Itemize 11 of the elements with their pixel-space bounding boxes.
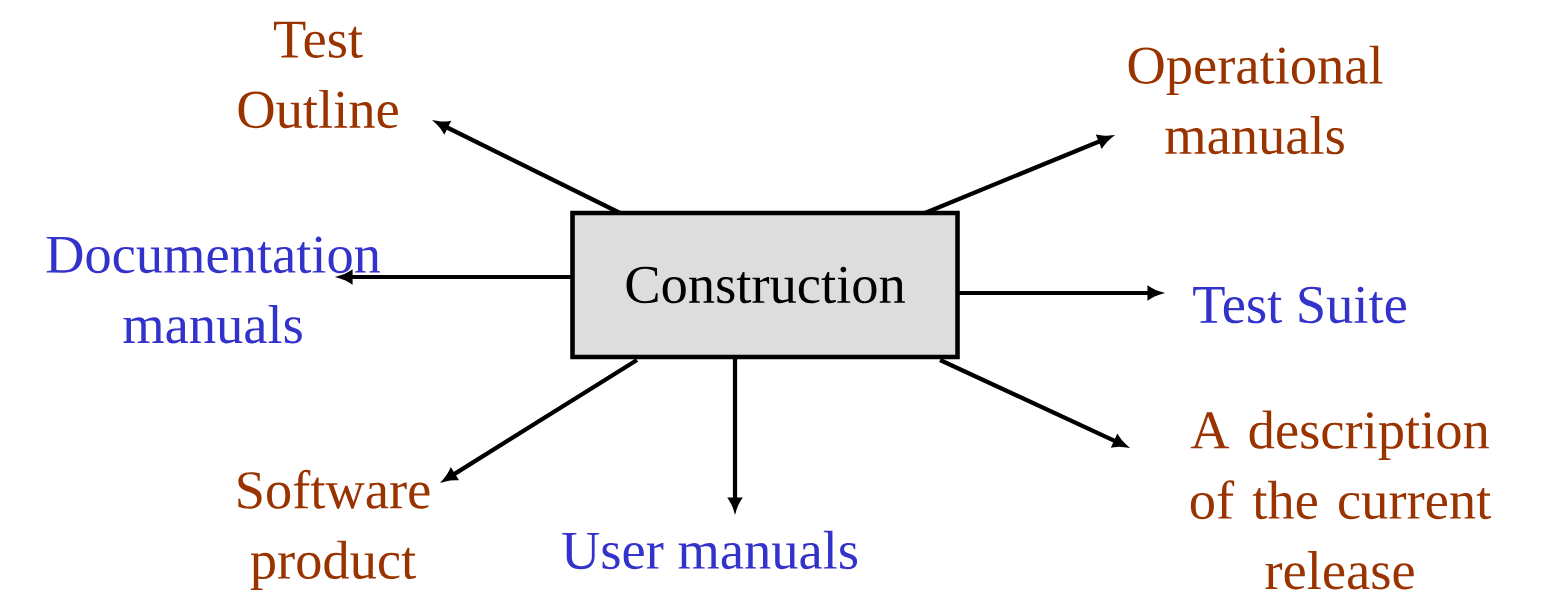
process-box: Construction xyxy=(570,210,960,360)
output-label: Software product xyxy=(238,469,430,591)
arrow xyxy=(939,358,1127,448)
arrow xyxy=(435,120,621,215)
output-label: Test Suite xyxy=(1193,286,1406,324)
output-label: Operational manuals xyxy=(1128,45,1383,155)
arrow xyxy=(924,135,1112,215)
output-label: Documentation manuals xyxy=(46,236,381,344)
output-label: User manuals xyxy=(562,530,858,570)
output-label: Test Outline xyxy=(238,21,398,129)
output-label: A description of the current release xyxy=(1190,410,1491,590)
